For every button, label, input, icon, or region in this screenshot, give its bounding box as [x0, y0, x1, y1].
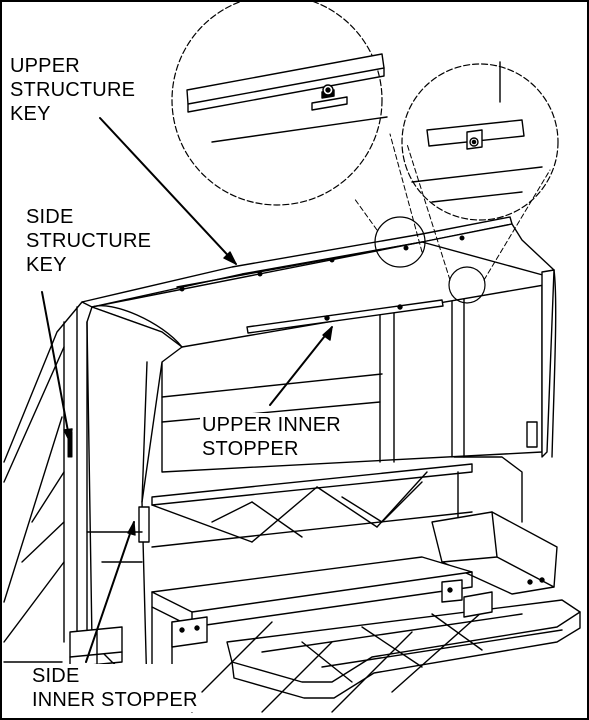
upper-inner-stopper-bar — [246, 299, 444, 334]
label-line: STOPPER — [202, 438, 299, 460]
label-line: STRUCTURE — [26, 230, 152, 252]
label-line: INNER STOPPER — [32, 689, 198, 711]
right-step-box — [431, 511, 558, 595]
left-background-frame — [3, 301, 95, 663]
label-side-inner-stopper: SIDE INNER STOPPER — [30, 664, 200, 712]
detail-magnifier-small — [401, 61, 559, 221]
label-line: KEY — [10, 103, 51, 125]
label-line: UPPER INNER — [202, 414, 341, 436]
label-upper-structure-key: UPPER STRUCTURE KEY — [10, 54, 135, 126]
label-line: SIDE — [32, 665, 80, 687]
leader-lines — [41, 117, 333, 663]
right-pillar — [526, 269, 557, 458]
magnifier-connector-lines — [353, 133, 551, 281]
label-line: SIDE — [26, 206, 74, 228]
floor-frame — [69, 556, 581, 713]
label-upper-inner-stopper: UPPER INNER STOPPER — [200, 413, 343, 461]
side-wall-panel — [67, 305, 183, 693]
label-line: KEY — [26, 254, 67, 276]
label-side-structure-key: SIDE STRUCTURE KEY — [26, 205, 151, 277]
callout-circle-upper-key-side — [448, 266, 486, 304]
callout-circle-upper-key — [374, 216, 426, 268]
detail-magnifier-large — [171, 2, 388, 206]
label-line: STRUCTURE — [10, 79, 136, 101]
lower-bracing — [151, 456, 523, 548]
label-line: UPPER — [10, 55, 80, 77]
